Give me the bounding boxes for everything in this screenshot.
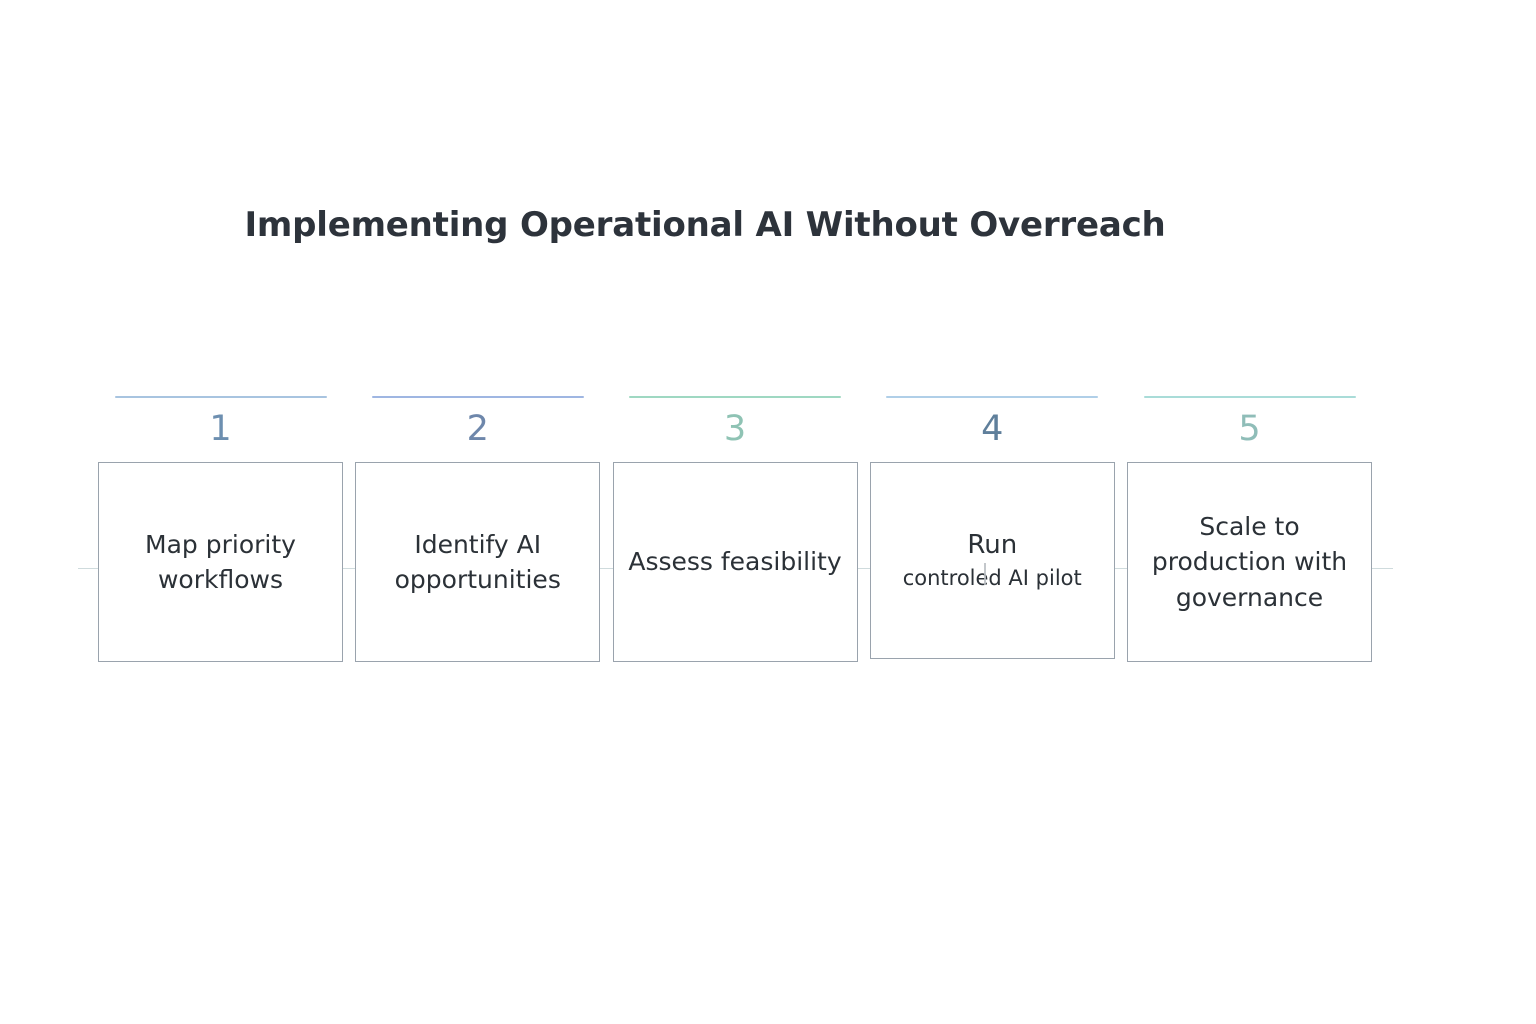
step-label: Assess feasibility (628, 547, 842, 577)
step-number: 1 (209, 409, 232, 449)
process-step-4[interactable]: 4 Run controled AI pilot (869, 396, 1115, 659)
step-number: 4 (981, 409, 1004, 449)
step-label-lead: Run (967, 529, 1018, 560)
process-step-2[interactable]: 2 Identify AI opportunities (355, 396, 601, 662)
step-accent-rule (114, 396, 327, 398)
step-card[interactable]: Map priority workflows (98, 462, 343, 662)
step-card[interactable]: Run controled AI pilot (869, 462, 1115, 659)
text-caret-icon (983, 563, 986, 585)
step-label: Map priority workflows (145, 529, 296, 595)
step-label: Identify AI opportunities (394, 529, 561, 595)
step-card[interactable]: Assess feasibility (612, 462, 858, 662)
process-step-3[interactable]: 3 Assess feasibility (612, 396, 858, 662)
process-step-1[interactable]: 1 Map priority workflows (98, 396, 343, 662)
step-accent-rule (629, 396, 841, 398)
step-accent-rule (371, 396, 584, 398)
step-number: 2 (466, 409, 489, 449)
page-title: Implementing Operational AI Without Over… (244, 205, 1166, 245)
step-accent-rule (1143, 396, 1356, 398)
step-card[interactable]: Scale to production with governance (1127, 462, 1372, 662)
step-label-detail: controled AI pilot (902, 565, 1082, 590)
step-card[interactable]: Identify AI opportunities (355, 462, 601, 662)
step-label: Scale to production with governance (1151, 511, 1348, 612)
process-step-list: 1 Map priority workflows 2 Identify AI o… (98, 396, 1372, 686)
step-number: 5 (1238, 409, 1261, 449)
step-number: 3 (723, 409, 747, 449)
step-accent-rule (886, 396, 1099, 398)
process-step-5[interactable]: 5 Scale to production with governance (1127, 396, 1372, 662)
